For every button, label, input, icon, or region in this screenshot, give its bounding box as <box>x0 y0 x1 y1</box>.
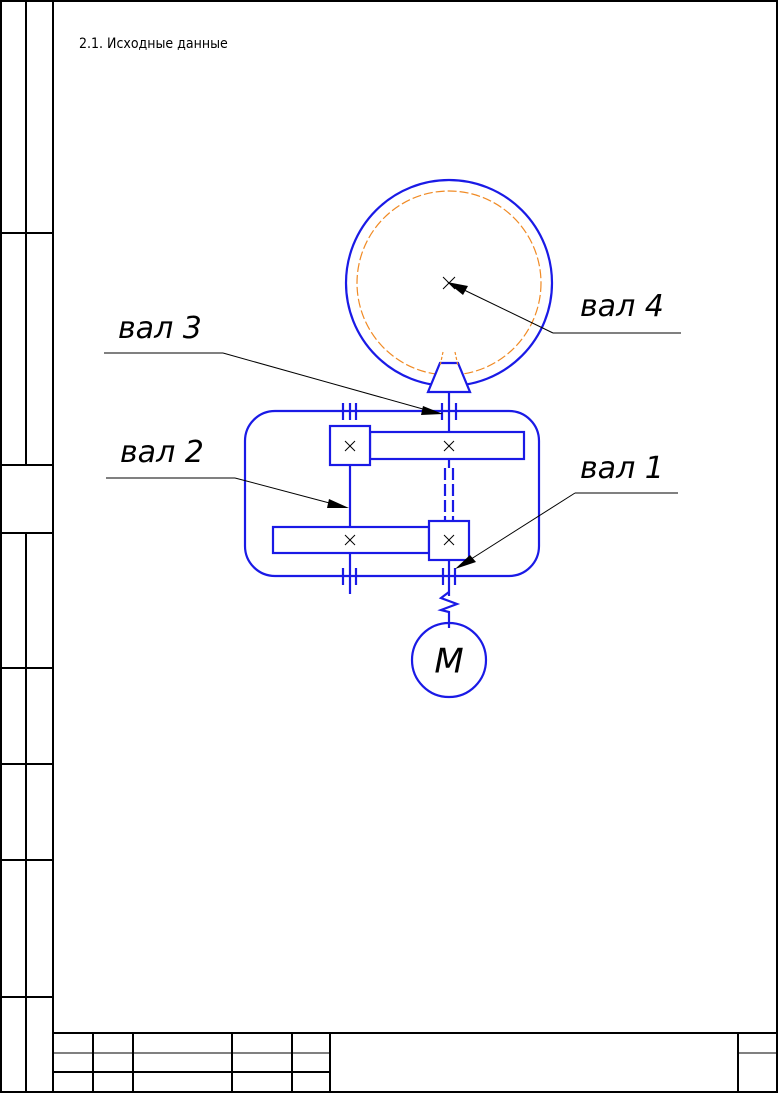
shaft-1-label: вал 1 <box>580 451 664 486</box>
upper-gear-pair <box>328 424 526 467</box>
label-shaft-2: вал 2 <box>106 435 349 508</box>
shaft-4-label: вал 4 <box>580 289 664 324</box>
label-shaft-1: вал 1 <box>455 451 678 569</box>
motor-label: M <box>434 642 463 682</box>
lower-gear-pair <box>271 519 471 562</box>
motor: M <box>410 621 488 699</box>
gearbox-housing <box>243 409 541 578</box>
bearing-top-left <box>341 403 358 420</box>
shaft-1 <box>437 560 461 628</box>
shaft-3 <box>440 392 458 520</box>
shaft-3-label: вал 3 <box>118 311 202 346</box>
title-block <box>53 1032 777 1092</box>
shaft-2-label: вал 2 <box>120 435 204 470</box>
label-shaft-3: вал 3 <box>104 311 443 415</box>
bevel-pinion <box>426 351 472 394</box>
label-shaft-4: вал 4 <box>447 282 681 334</box>
shaft-2 <box>341 465 358 594</box>
section-heading: 2.1. Исходные данные <box>79 36 228 52</box>
